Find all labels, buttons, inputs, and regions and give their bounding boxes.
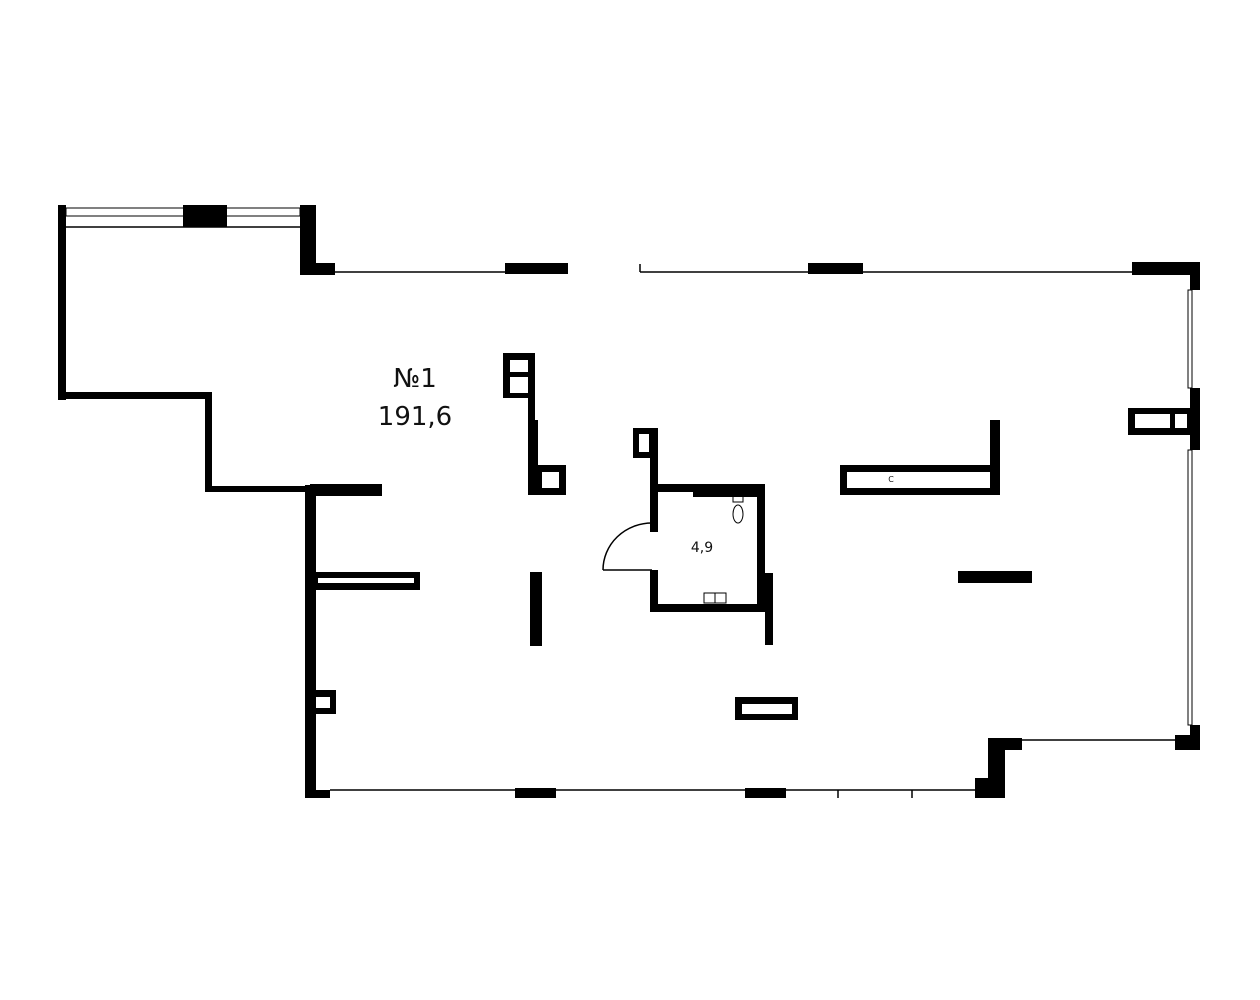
windows: [65, 205, 1193, 798]
toilet-icon: [732, 495, 744, 524]
door[interactable]: [602, 522, 653, 571]
room-1-number: №1: [393, 364, 437, 394]
interior-walls: [312, 353, 1190, 720]
room-1-area: 191,6: [377, 402, 453, 432]
bathroom-walls: [633, 428, 773, 645]
bathroom-area: 4,9: [690, 540, 714, 556]
outer-walls: [58, 205, 1200, 798]
fixture-label: С: [888, 475, 894, 484]
sink-icon: [703, 592, 727, 604]
